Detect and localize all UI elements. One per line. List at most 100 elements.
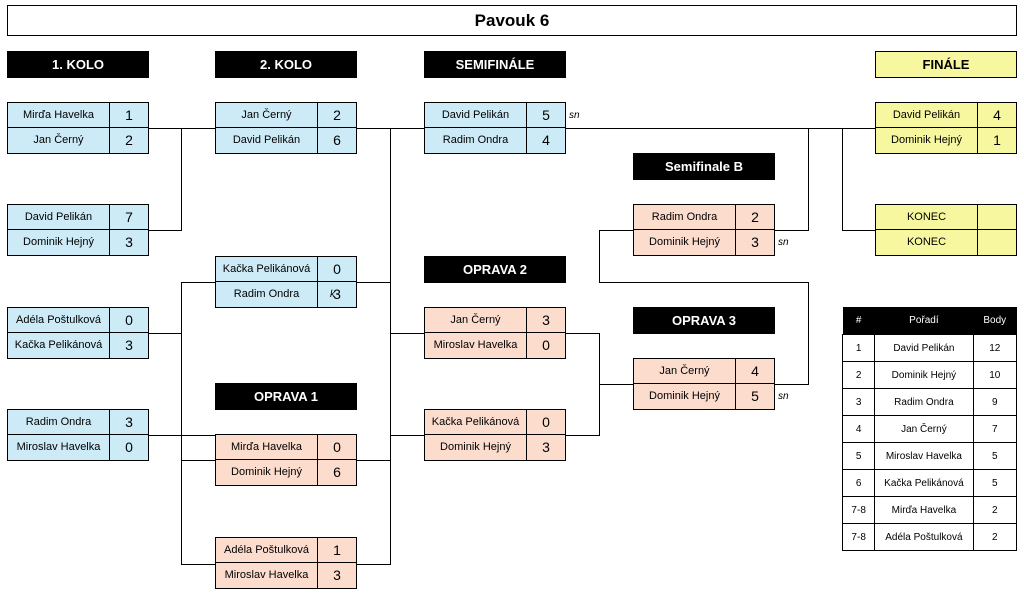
rank-points-cell: 2 xyxy=(972,523,1018,551)
player-name: Jan Černý xyxy=(425,308,527,332)
player-name: KONEC xyxy=(876,205,978,229)
player-name: David Pelikán xyxy=(216,128,318,153)
player-score: 3 xyxy=(542,312,550,328)
header-semifinal-b: Semifinale B xyxy=(633,153,775,180)
player-name: Jan Černý xyxy=(8,128,110,153)
match-konec: KONEC KONEC xyxy=(875,204,1017,256)
score-value: 5 xyxy=(542,107,550,123)
rank-name-cell: Jan Černý xyxy=(874,415,974,443)
player-name: Dominik Hejný xyxy=(634,230,736,255)
player-name: Radim Ondra xyxy=(634,205,736,229)
rank-cell: 1 xyxy=(841,334,876,362)
player-row: Jan Černý 2 xyxy=(8,128,148,153)
connector xyxy=(390,333,424,334)
connector xyxy=(775,384,809,385)
score-note: sn xyxy=(778,237,789,248)
player-name: Dominik Hejný xyxy=(876,128,978,153)
rank-name-cell: Adéla Poštulková xyxy=(874,523,974,551)
player-name: Dominik Hejný xyxy=(425,435,527,460)
connector xyxy=(149,333,181,334)
player-name: Mirďa Havelka xyxy=(8,103,110,127)
player-name: Radim Ondra xyxy=(8,410,110,434)
connector xyxy=(566,333,599,334)
rank-cell: 4 xyxy=(841,415,876,443)
player-score: 0 xyxy=(542,337,550,353)
connector xyxy=(775,230,809,231)
player-name: Jan Černý xyxy=(634,359,736,383)
rank-cell: 2 xyxy=(841,361,876,389)
player-name: David Pelikán xyxy=(425,103,527,127)
rank-cell: 3 xyxy=(841,388,876,416)
header-final: FINÁLE xyxy=(875,51,1017,78)
player-name: Adéla Poštulková xyxy=(8,308,110,332)
header-oprava-2: OPRAVA 2 xyxy=(424,256,566,283)
player-score: 2 xyxy=(125,132,133,148)
connector xyxy=(842,230,875,231)
connector xyxy=(566,128,875,129)
score-value: 3 xyxy=(333,286,341,302)
player-score xyxy=(978,230,1016,255)
player-name: Miroslav Havelka xyxy=(216,563,318,588)
ranking-header-row: # Pořadí Body xyxy=(842,307,1017,335)
player-score: 3 xyxy=(125,414,133,430)
rank-name-cell: Dominik Hejný xyxy=(874,361,974,389)
rank-name-cell: Mirďa Havelka xyxy=(874,496,974,524)
player-name: Dominik Hejný xyxy=(8,230,110,255)
rank-points-cell: 9 xyxy=(972,388,1018,416)
connector xyxy=(566,435,599,436)
player-name: Dominik Hejný xyxy=(216,460,318,485)
connector xyxy=(599,384,633,385)
player-score: 2 xyxy=(751,209,759,225)
player-score: 3 xyxy=(333,567,341,583)
connector xyxy=(842,128,843,231)
connector xyxy=(181,282,215,283)
connector xyxy=(181,128,182,231)
score-note: sn xyxy=(569,110,580,121)
connector xyxy=(181,282,182,565)
player-name: Kačka Pelikánová xyxy=(216,257,318,281)
rank-cell: 6 xyxy=(841,469,876,497)
connector xyxy=(599,282,808,283)
player-score: 0 xyxy=(333,439,341,455)
player-row: KONEC xyxy=(876,205,1016,230)
connector xyxy=(181,564,215,565)
connector xyxy=(599,230,633,231)
player-score: 1 xyxy=(333,542,341,558)
player-name: Jan Černý xyxy=(216,103,318,127)
